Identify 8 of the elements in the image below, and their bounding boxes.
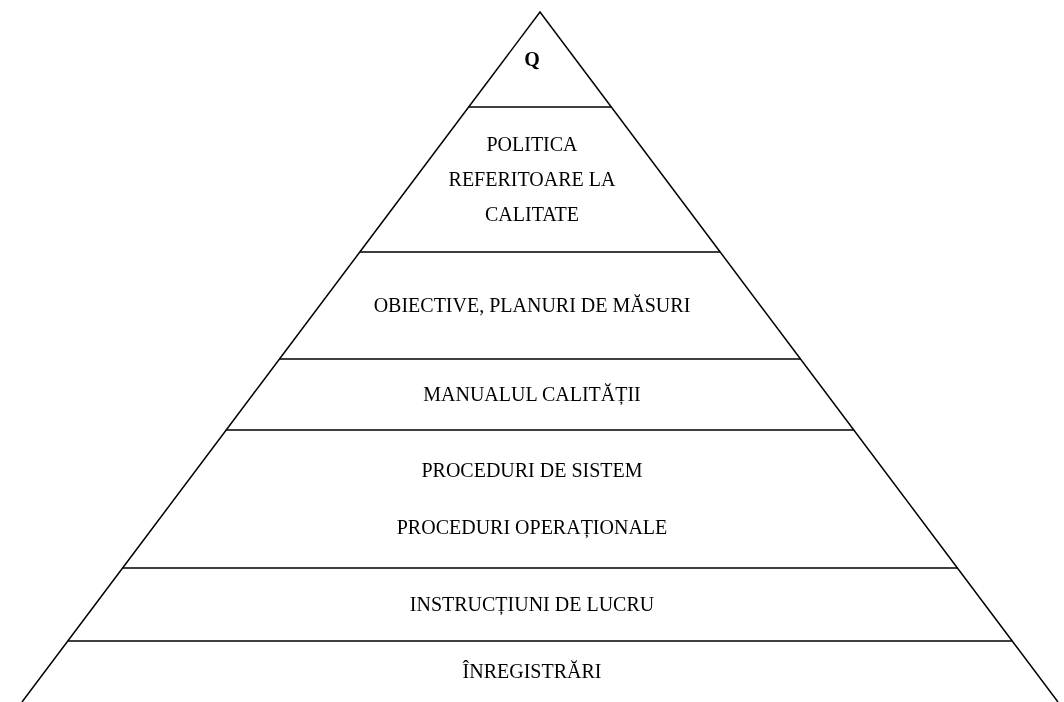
tier-label: POLITICA REFERITOARE LA CALITATE — [447, 132, 617, 227]
tier-label: MANUALUL CALITĂȚII — [423, 382, 641, 407]
tier-label: Q — [524, 47, 540, 72]
tier-label: PROCEDURI DE SISTEM — [421, 457, 643, 483]
tier-label: OBIECTIVE, PLANURI DE MĂSURI — [373, 293, 691, 318]
tier-label: ÎNREGISTRĂRI — [462, 659, 602, 684]
tier-label: PROCEDURI OPERAȚIONALE — [396, 515, 668, 541]
tier-label: INSTRUCȚIUNI DE LUCRU — [409, 592, 655, 617]
